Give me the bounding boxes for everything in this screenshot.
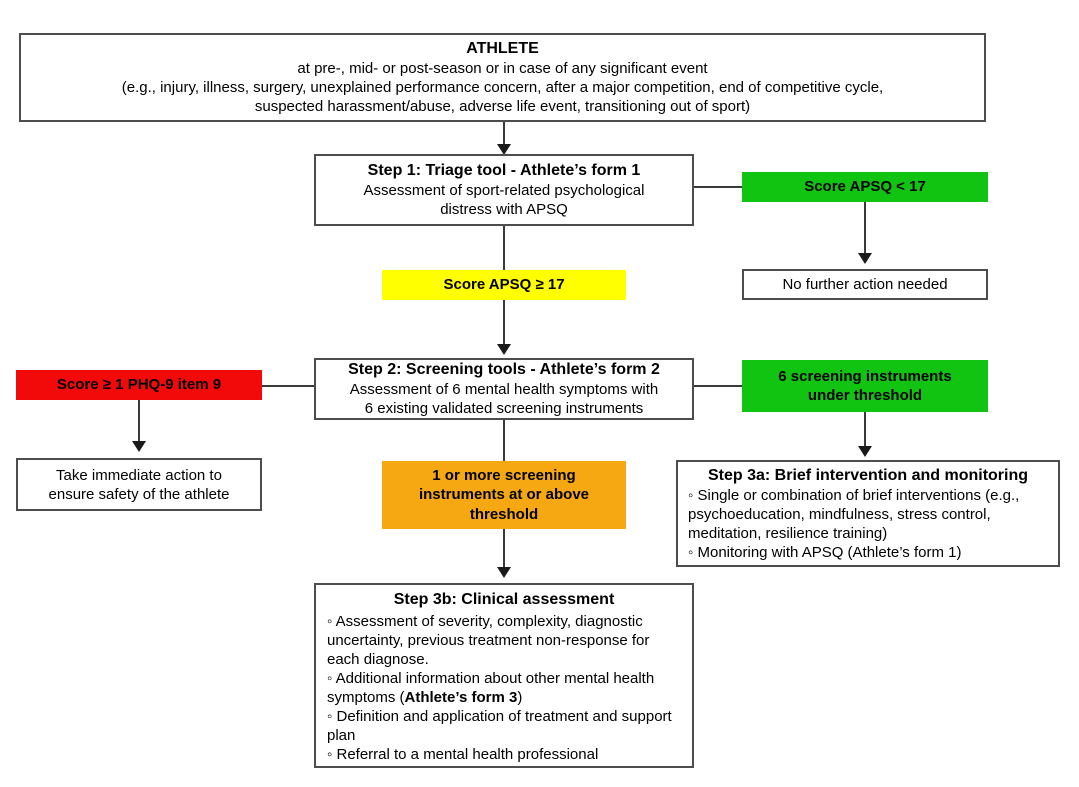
immediate-action-box: Take immediate action to ensure safety o… [16, 458, 262, 511]
step3b-bullet-1: ◦ Assessment of severity, complexity, di… [327, 613, 650, 668]
arrowhead-step2-to-step3b [497, 567, 511, 578]
under-threshold-line-2: under threshold [807, 387, 923, 404]
step3a-bullet-2: ◦ Monitoring with APSQ (Athlete’s form 1… [688, 543, 962, 561]
step1-box: Step 1: Triage tool - Athlete’s form 1 A… [314, 154, 694, 226]
connector-athlete-to-step1 [503, 122, 505, 149]
step3a-bullet-1: ◦ Single or combination of brief interve… [688, 486, 1020, 542]
no-further-action-label: No further action needed [782, 276, 948, 293]
above-threshold-line-2: instruments at or above [418, 486, 590, 504]
athlete-box: ATHLETE at pre-, mid- or post-season or … [19, 33, 986, 122]
phq9-badge: Score ≥ 1 PHQ-9 item 9 [16, 370, 262, 400]
step1-heading: Step 1: Triage tool - Athlete’s form 1 [367, 162, 641, 179]
step3a-box: Step 3a: Brief intervention and monitori… [676, 460, 1060, 567]
score-apsq-high-badge: Score APSQ ≥ 17 [382, 270, 626, 300]
step3b-bullet-2: ◦ Additional information about other men… [325, 669, 683, 707]
step3b-bullet-2-bold: Athlete’s form 3 [404, 689, 518, 706]
connector-step2-to-phq9 [262, 385, 314, 387]
step3b-bullet-2-pre: ◦ Additional information about other men… [327, 670, 655, 706]
above-threshold-line-1: 1 or more screening [432, 466, 576, 484]
step2-line-2: 6 existing validated screening instrumen… [364, 400, 644, 417]
connector-score-low-to-no-action [864, 202, 866, 258]
score-apsq-low-badge: Score APSQ < 17 [742, 172, 988, 202]
athlete-line-1: at pre-, mid- or post-season or in case … [297, 60, 708, 77]
step1-line-2: distress with APSQ [440, 201, 568, 218]
step1-line-1: Assessment of sport-related psychologica… [363, 182, 645, 199]
above-threshold-line-3: threshold [469, 505, 539, 523]
arrowhead-under-threshold-to-step3a [858, 446, 872, 457]
connector-step2-to-under-threshold [694, 385, 742, 387]
phq9-label: Score ≥ 1 PHQ-9 item 9 [56, 376, 222, 394]
step3b-bullet-3: ◦ Definition and application of treatmen… [327, 708, 672, 744]
step2-heading: Step 2: Screening tools - Athlete’s form… [348, 361, 660, 378]
arrowhead-score-low-to-no-action [858, 253, 872, 264]
score-apsq-low-label: Score APSQ < 17 [804, 178, 926, 196]
step3b-bullet-4: ◦ Referral to a mental health profession… [327, 746, 599, 763]
step3b-box: Step 3b: Clinical assessment ◦ Assessmen… [314, 583, 694, 768]
above-threshold-badge: 1 or more screening instruments at or ab… [382, 461, 626, 529]
step3b-bullet-2-post: ) [517, 689, 523, 706]
immediate-action-line-2: ensure safety of the athlete [48, 485, 230, 503]
arrowhead-step1-to-step2 [497, 344, 511, 355]
arrowhead-athlete-to-step1 [497, 144, 511, 155]
step3b-heading: Step 3b: Clinical assessment [393, 591, 615, 608]
step2-box: Step 2: Screening tools - Athlete’s form… [314, 358, 694, 420]
no-further-action-box: No further action needed [742, 269, 988, 300]
score-apsq-high-label: Score APSQ ≥ 17 [443, 276, 565, 294]
athlete-heading: ATHLETE [466, 40, 539, 57]
athlete-line-3: suspected harassment/abuse, adverse life… [254, 98, 751, 115]
athlete-line-2: (e.g., injury, illness, surgery, unexpla… [121, 79, 884, 96]
under-threshold-line-1: 6 screening instruments [778, 367, 952, 385]
under-threshold-badge: 6 screening instruments under threshold [742, 360, 988, 412]
connector-under-threshold-to-step3a [864, 412, 866, 450]
step2-line-1: Assessment of 6 mental health symptoms w… [349, 381, 659, 398]
connector-step1-to-score-low [694, 186, 742, 188]
connector-phq9-to-immediate-action [138, 400, 140, 445]
arrowhead-phq9-to-immediate-action [132, 441, 146, 452]
step3a-heading: Step 3a: Brief intervention and monitori… [707, 466, 1029, 484]
immediate-action-line-1: Take immediate action to [56, 466, 222, 484]
